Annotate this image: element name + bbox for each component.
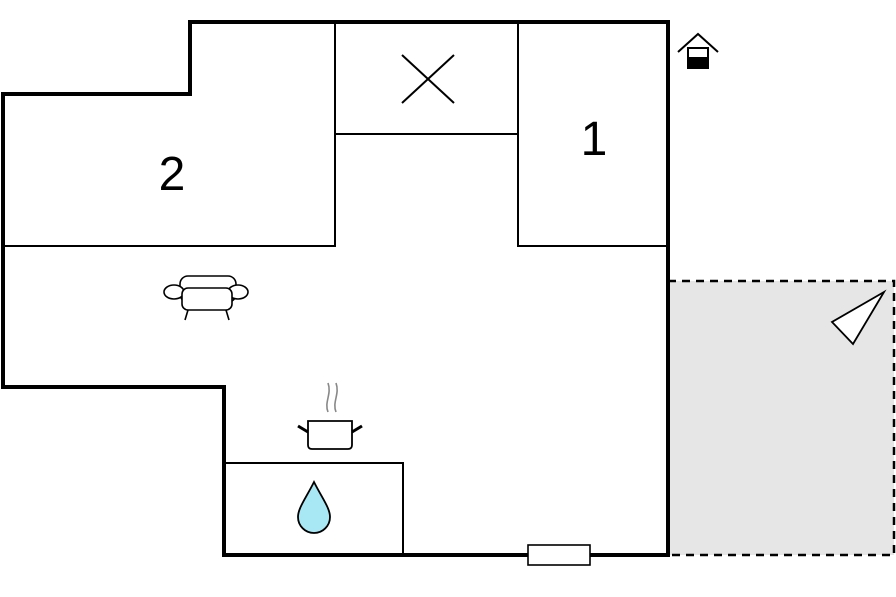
window-icon — [527, 544, 591, 566]
outer-wall — [1, 20, 670, 557]
cooking-pot-icon — [297, 382, 363, 450]
cross-icon — [401, 54, 455, 104]
interior-walls — [3, 22, 668, 555]
room-label-2: 2 — [159, 148, 186, 201]
house-icon — [677, 32, 719, 69]
water-drop-icon — [297, 479, 331, 534]
sun-direction-icon — [830, 289, 887, 346]
room-label-1: 1 — [581, 113, 608, 166]
sofa-icon — [163, 275, 249, 321]
